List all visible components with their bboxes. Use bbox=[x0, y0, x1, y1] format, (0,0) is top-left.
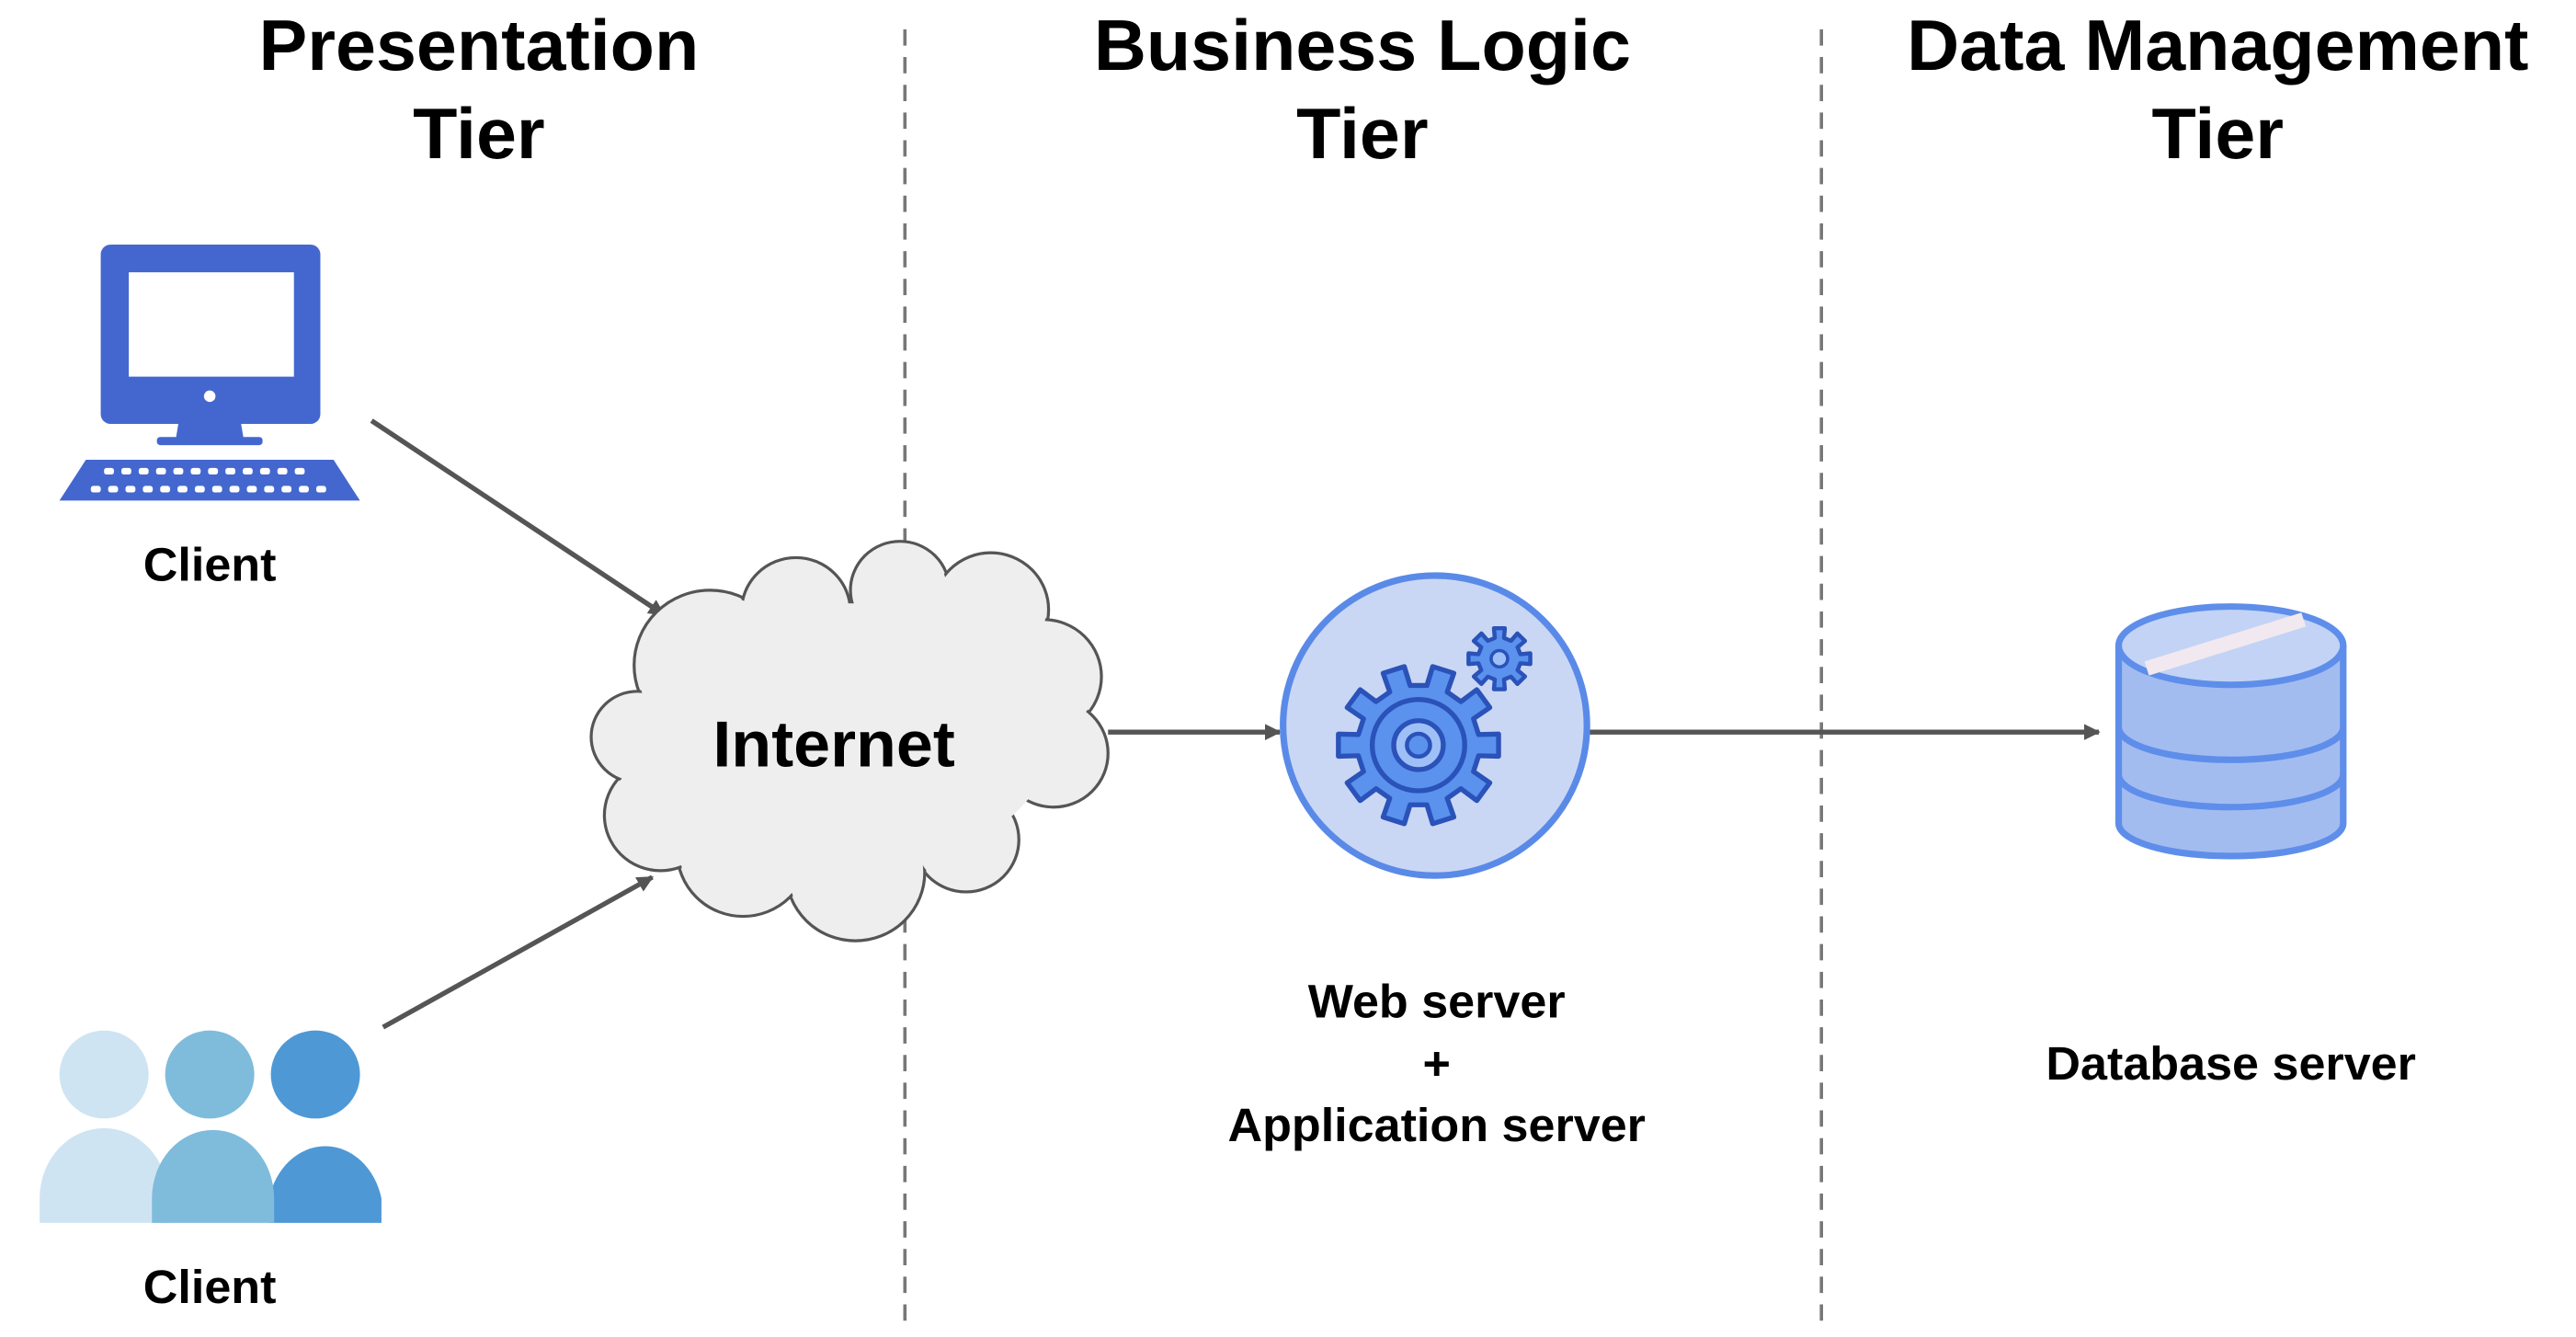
tier-title-line: Tier bbox=[1296, 94, 1429, 175]
tier-title-line: Tier bbox=[2151, 94, 2285, 175]
tier-title-presentation: Presentation Tier bbox=[231, 4, 726, 180]
arrow-client-to-internet-top bbox=[370, 418, 666, 617]
app-server-label-line: + bbox=[1422, 1038, 1451, 1091]
internet-label: Internet bbox=[712, 709, 955, 782]
user-group-icon bbox=[40, 1030, 382, 1223]
tier-title-line: Data Management bbox=[1907, 6, 2529, 86]
app-server-label-line: Application server bbox=[1227, 1100, 1646, 1153]
tier-title-business-logic: Business Logic Tier bbox=[1066, 4, 1660, 180]
client-computer-label: Client bbox=[142, 539, 277, 592]
arrow-client-to-internet-bottom bbox=[382, 874, 655, 1030]
database-server-label: Database server bbox=[2046, 1038, 2416, 1091]
app-server-label: Web server + Application server bbox=[1156, 972, 1717, 1158]
tier-title-line: Tier bbox=[413, 94, 545, 175]
app-server-label-line: Web server bbox=[1307, 977, 1566, 1029]
client-users-label: Client bbox=[142, 1262, 277, 1315]
cloud-icon bbox=[589, 540, 1110, 943]
database-icon bbox=[2114, 603, 2347, 860]
desktop-computer-icon bbox=[59, 244, 360, 501]
tier-title-data-management: Data Management Tier bbox=[1871, 4, 2564, 180]
gear-icon bbox=[1280, 572, 1590, 879]
tier-title-line: Presentation bbox=[258, 6, 700, 86]
tier-title-line: Business Logic bbox=[1093, 6, 1631, 86]
